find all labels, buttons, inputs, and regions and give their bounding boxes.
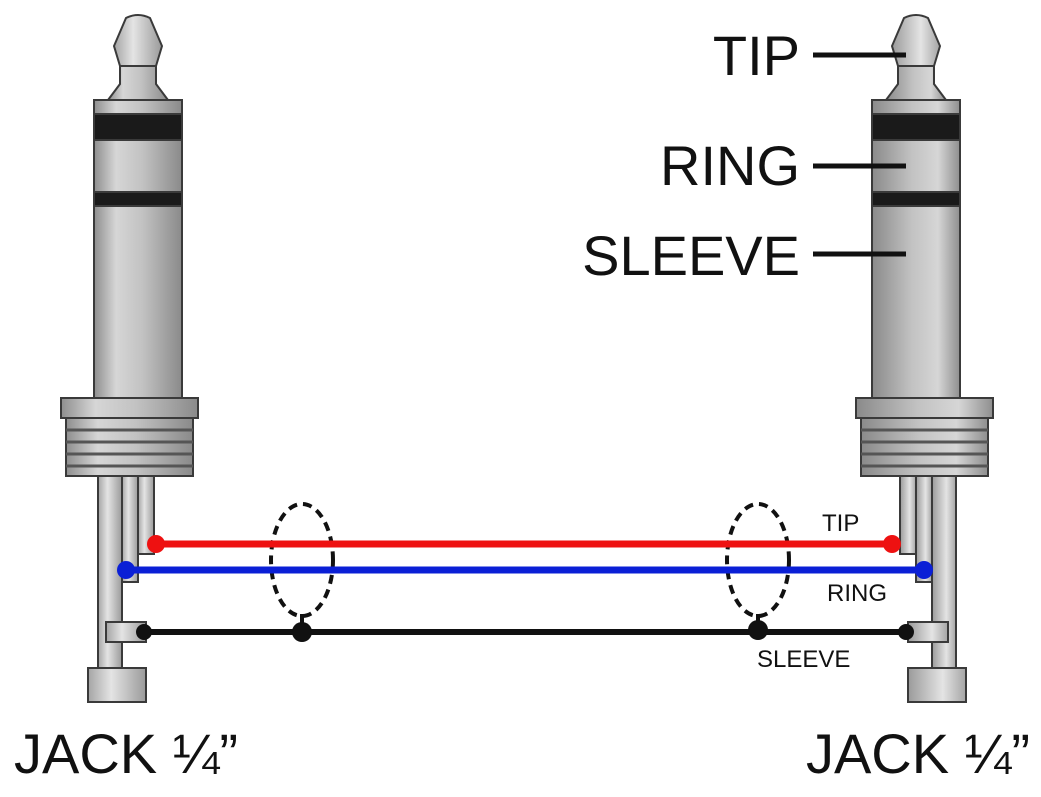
shield-junction-left bbox=[292, 622, 312, 642]
sleeve-solder-point-left bbox=[136, 624, 152, 640]
wire-label-sleeve: SLEEVE bbox=[757, 646, 850, 673]
sleeve-solder-point-right bbox=[898, 624, 914, 640]
label-sleeve: SLEEVE bbox=[582, 224, 800, 287]
shield-braid-right bbox=[725, 502, 791, 618]
wire-label-ring: RING bbox=[827, 580, 887, 607]
left-trs-plug bbox=[59, 13, 200, 704]
label-ring: RING bbox=[660, 134, 800, 197]
tip-solder-point-left bbox=[147, 535, 165, 553]
left-jack-label: JACK ¼” bbox=[14, 722, 238, 785]
shield-junction-right bbox=[748, 620, 768, 640]
wire-label-tip: TIP bbox=[822, 510, 859, 537]
shield-braid-left bbox=[269, 502, 335, 618]
tip-solder-point-right bbox=[883, 535, 901, 553]
label-tip: TIP bbox=[713, 24, 800, 87]
ring-solder-point-right bbox=[915, 561, 933, 579]
right-jack-label: JACK ¼” bbox=[806, 722, 1030, 785]
ring-solder-point-left bbox=[117, 561, 135, 579]
